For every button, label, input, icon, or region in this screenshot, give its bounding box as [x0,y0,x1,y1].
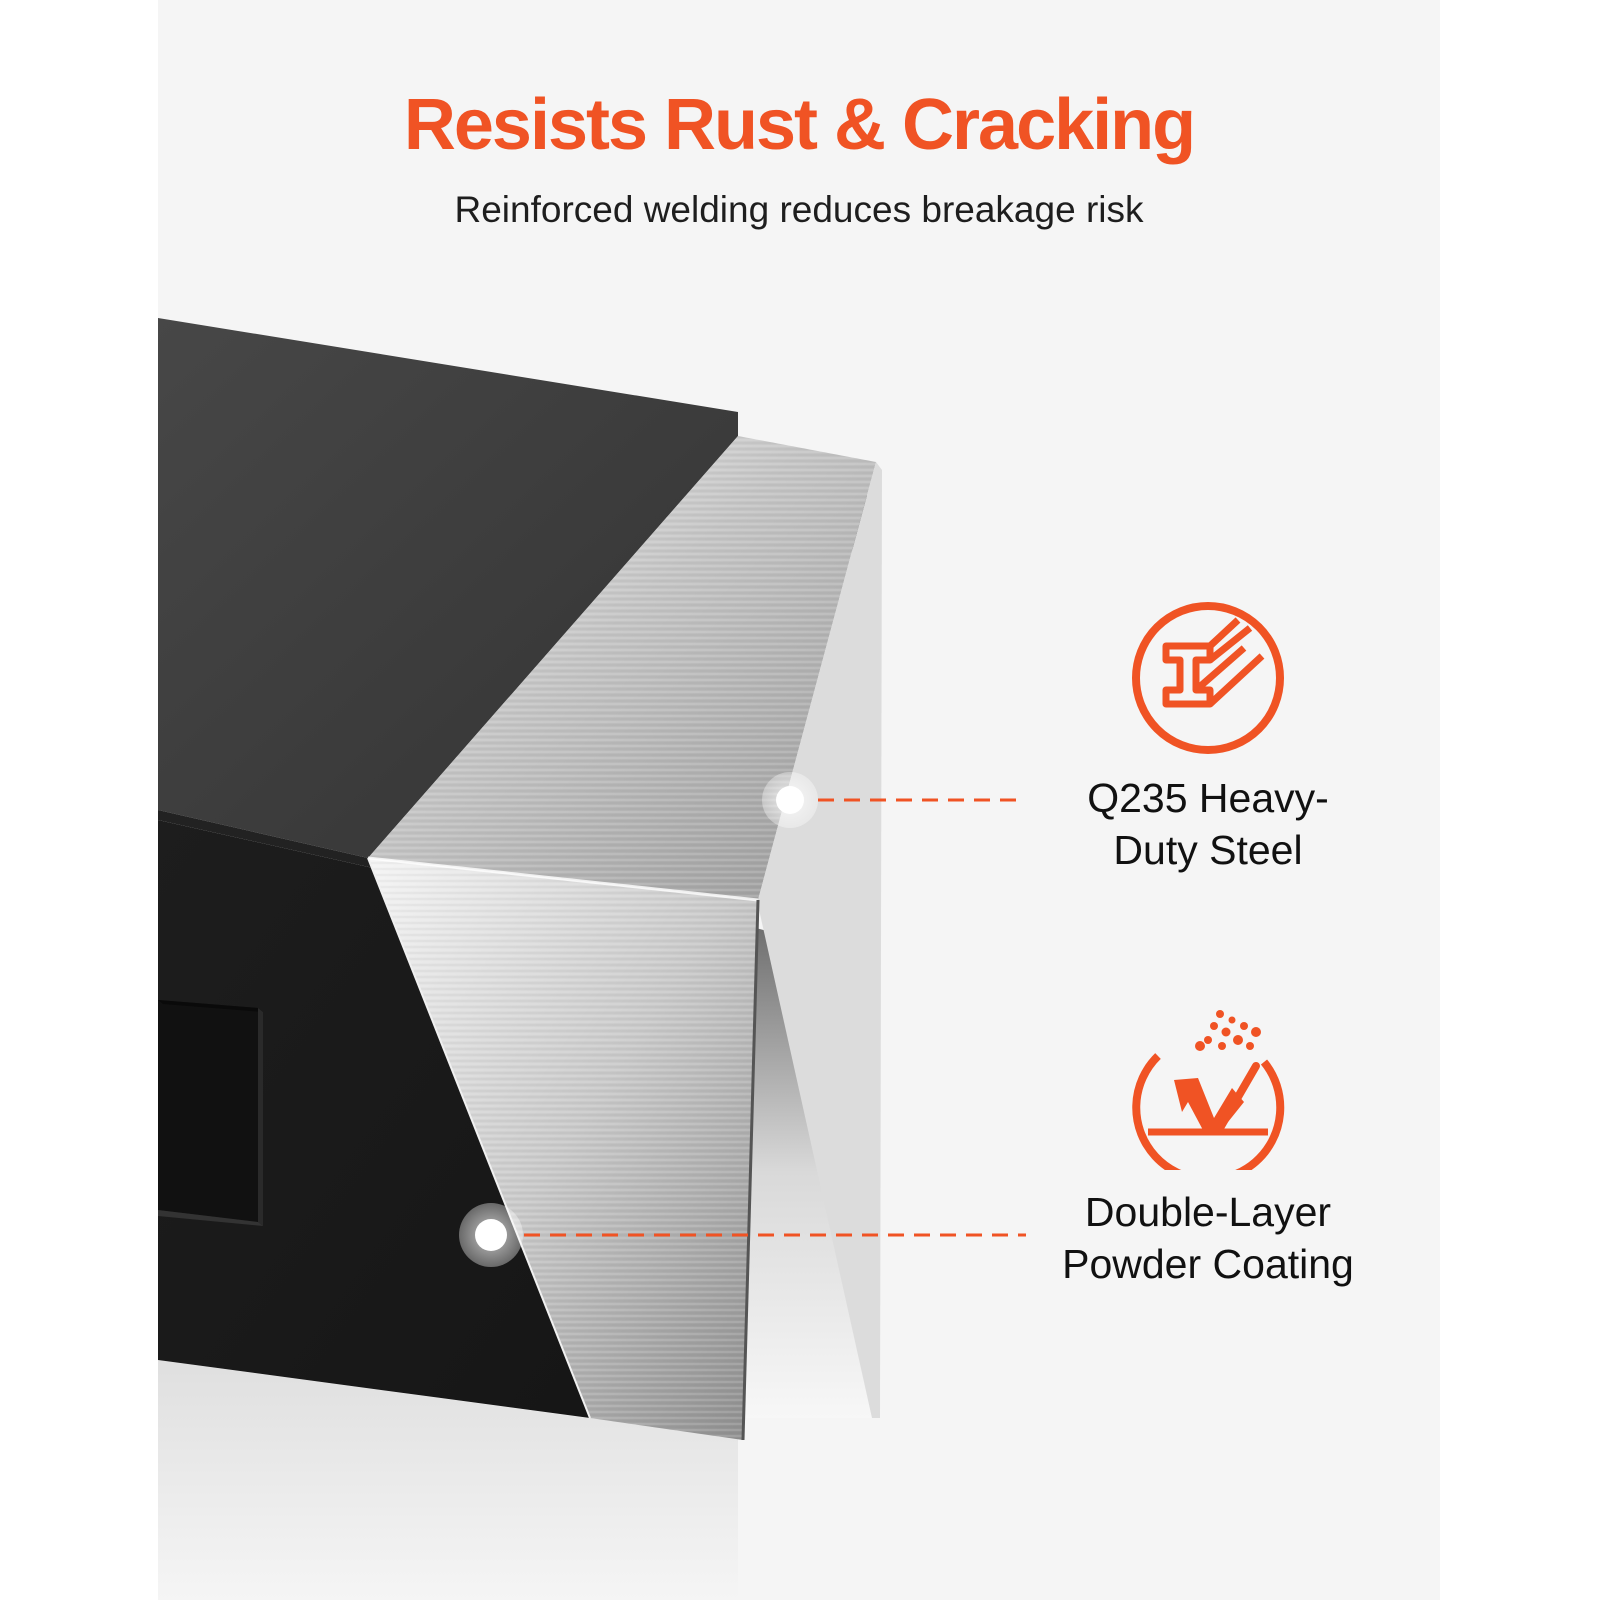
feature-label-coating-line1: Double-Layer [1084,1189,1332,1235]
feature-label-steel-line2: Duty Steel [1113,827,1303,873]
feature-panel: Resists Rust & Cracking Reinforced weldi… [158,0,1440,1600]
page-subtitle: Reinforced welding reduces breakage risk [454,189,1144,230]
powder-coating-icon [1132,1010,1285,1170]
feature-label-steel-line1: Q235 Heavy- [1087,775,1329,821]
feature-label-coating-line2: Powder Coating [1062,1241,1354,1287]
product-corner-illustration [158,318,1026,1600]
feature-label-coating: Double-Layer Powder Coating [1028,1186,1388,1290]
feature-label-steel: Q235 Heavy- Duty Steel [1028,772,1388,876]
steel-beam-icon [1132,602,1284,754]
page-title: Resists Rust & Cracking [403,85,1196,165]
